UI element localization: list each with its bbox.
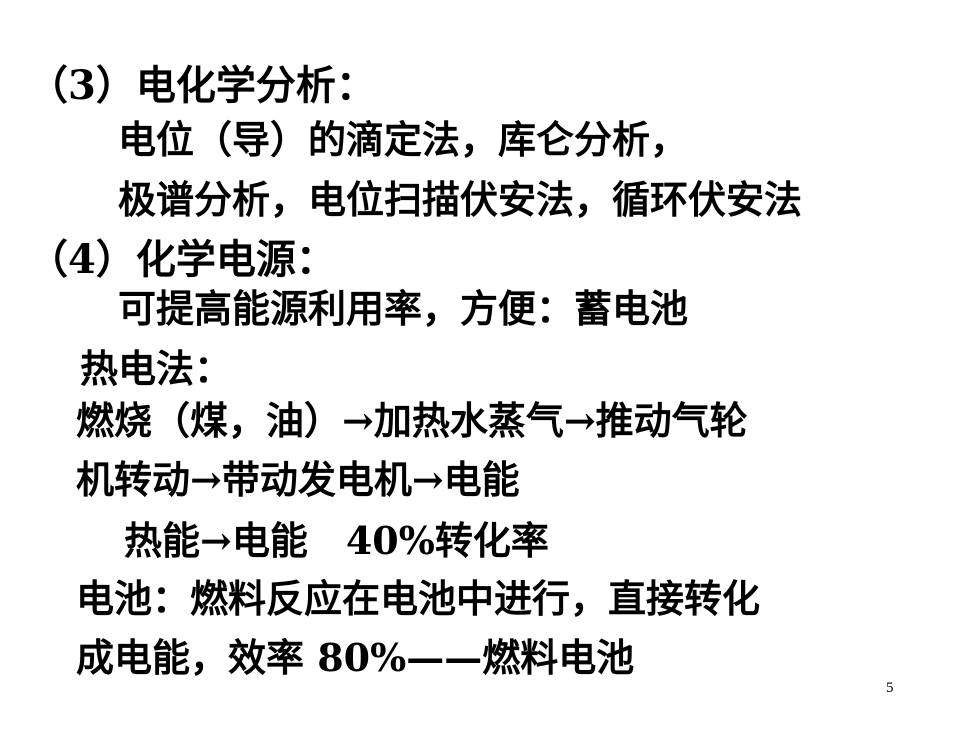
- thermoelectric-process-line-2: 机转动→带动发电机→电能: [76, 457, 520, 502]
- electrochemical-methods-line-1: 电位（导）的滴定法，库仑分析，: [118, 117, 689, 162]
- chemical-power-source-line: 可提高能源利用率，方便：蓄电池: [118, 286, 689, 331]
- battery-description-line-1: 电池：燃料反应在电池中进行，直接转化: [76, 576, 761, 621]
- section-3-heading: （3）电化学分析：: [28, 62, 376, 109]
- electrochemical-methods-line-2: 极谱分析，电位扫描伏安法，循环伏安法: [118, 177, 803, 222]
- page-number: 5: [886, 680, 894, 696]
- thermoelectric-process-line-1: 燃烧（煤，油）→加热水蒸气→推动气轮: [76, 398, 748, 443]
- thermal-conversion-rate-line: 热能→电能 40%转化率: [124, 518, 549, 563]
- section-4-heading: （4）化学电源：: [28, 236, 336, 283]
- thermoelectric-method-heading: 热电法：: [80, 346, 233, 391]
- battery-description-line-2: 成电能，效率 80%——燃料电池: [76, 635, 635, 680]
